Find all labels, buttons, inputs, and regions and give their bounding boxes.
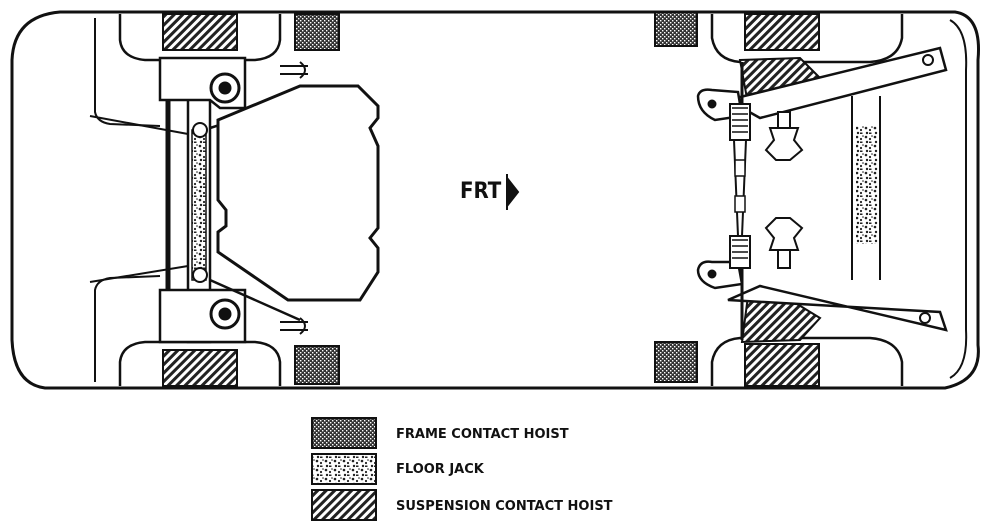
suspension-contact-point: [162, 13, 238, 51]
front-direction-indicator: FRT: [460, 174, 520, 210]
legend: FRAME CONTACT HOIST FLOOR JACK SUSPENSIO…: [311, 417, 613, 521]
front-suspension-assembly: [696, 46, 948, 344]
frame-contact-point: [654, 11, 698, 47]
frame-contact-point: [294, 13, 340, 51]
suspension-contact-point: [744, 13, 820, 51]
legend-item-suspension-contact-hoist: SUSPENSION CONTACT HOIST: [311, 489, 613, 521]
front-body-inner-line: [949, 19, 968, 379]
legend-label: SUSPENSION CONTACT HOIST: [396, 499, 613, 514]
suspension-contact-point: [744, 343, 820, 387]
legend-swatch-crosshatch: [311, 417, 377, 449]
frame-contact-point: [294, 345, 340, 385]
floor-jack-point: [856, 126, 878, 244]
legend-label: FRAME CONTACT HOIST: [396, 427, 569, 442]
legend-item-floor-jack: FLOOR JACK: [311, 453, 485, 485]
direction-label: FRT: [460, 179, 502, 204]
frame-contact-point: [654, 341, 698, 383]
suspension-contact-point: [162, 349, 238, 387]
legend-swatch-diagonal-hatch: [311, 489, 377, 521]
front-right-wheel-well: [710, 336, 904, 387]
fuel-tank: [216, 84, 380, 302]
rear-axle-assembly: [89, 56, 308, 344]
rear-left-wheel-well: [118, 13, 282, 62]
legend-label: FLOOR JACK: [396, 462, 485, 477]
rear-right-wheel-well: [118, 340, 282, 387]
legend-item-frame-contact-hoist: FRAME CONTACT HOIST: [311, 417, 569, 449]
legend-swatch-speckle: [311, 453, 377, 485]
front-left-wheel-well: [710, 13, 904, 64]
